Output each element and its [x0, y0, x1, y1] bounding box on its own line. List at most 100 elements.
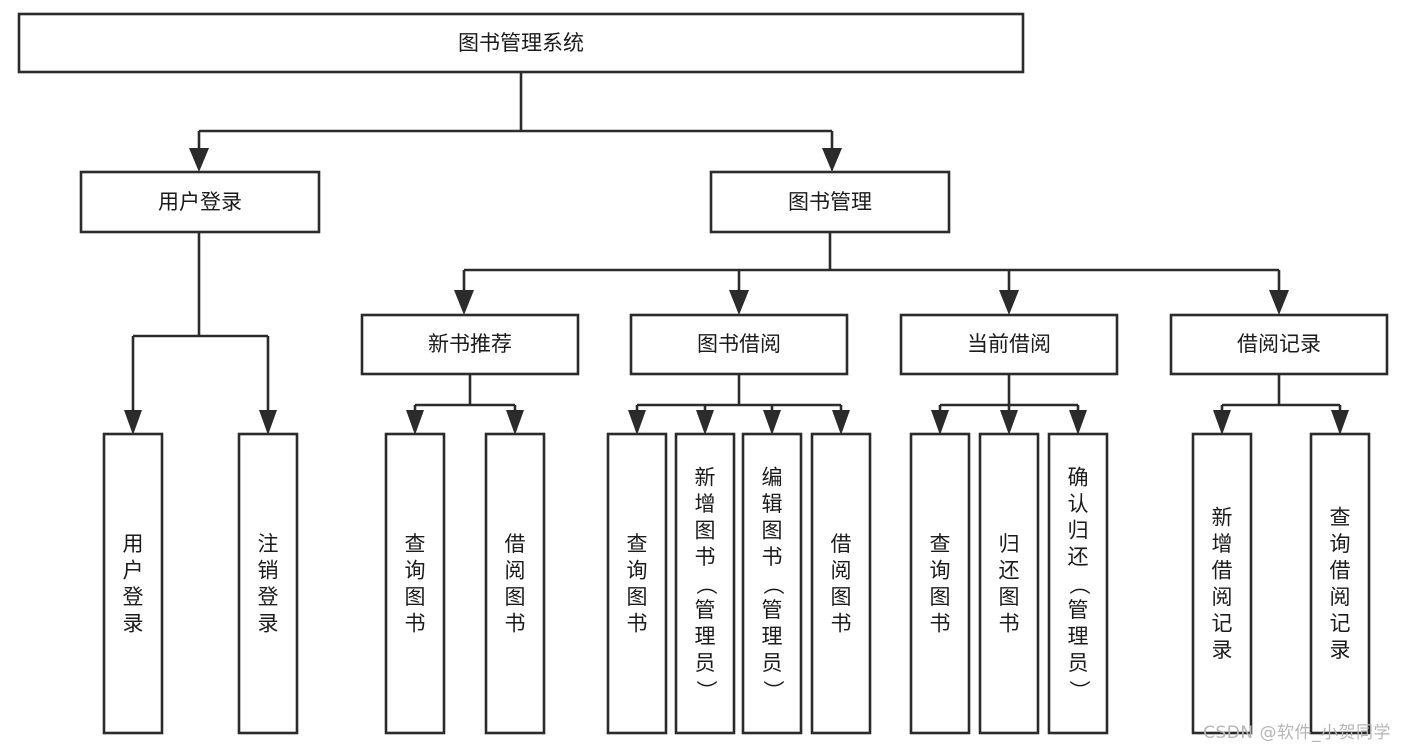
vertical-glyph: 查 — [930, 532, 951, 556]
vertical-glyph: （ — [694, 574, 718, 595]
node-leaf-add-book-box[interactable] — [674, 432, 736, 735]
vertical-glyph: 理 — [695, 625, 716, 649]
arrowhead-leaf-query-book-3 — [931, 410, 949, 435]
csdn-watermark: CSDN @软件_小贺同学 — [1203, 723, 1391, 743]
arrowhead-user-login — [189, 148, 209, 172]
vertical-glyph: 辑 — [762, 492, 783, 516]
node-root[interactable]: 图书管理系统 — [17, 12, 1025, 74]
node-leaf-add-record-box[interactable] — [1191, 432, 1253, 735]
node-leaf-return-book-box[interactable] — [978, 432, 1040, 735]
arrowhead-book-manage — [822, 148, 842, 172]
arrowhead-leaf-user-login — [124, 410, 142, 435]
vertical-glyph: 阅 — [1330, 585, 1351, 609]
vertical-glyph: 确 — [1068, 466, 1089, 490]
node-leaf-query-book-1-box[interactable] — [384, 432, 446, 735]
node-leaf-borrow-book-2-box[interactable] — [810, 432, 872, 735]
vertical-glyph: 图 — [999, 585, 1020, 609]
arrowhead-new-book-recommend — [454, 290, 474, 315]
node-current-borrow-label: 当前借阅 — [967, 332, 1051, 356]
vertical-glyph: 还 — [1068, 545, 1089, 569]
node-leaf-query-record-box[interactable] — [1309, 432, 1371, 735]
vertical-glyph: 还 — [999, 558, 1020, 582]
arrowhead-current-borrow — [999, 290, 1019, 315]
node-new-book-recommend[interactable]: 新书推荐 — [360, 313, 580, 376]
vertical-glyph: 记 — [1330, 611, 1351, 635]
vertical-glyph: 归 — [1068, 519, 1089, 543]
vertical-glyph: 录 — [123, 611, 144, 635]
vertical-glyph: 阅 — [505, 558, 526, 582]
vertical-glyph: 员 — [762, 651, 783, 675]
arrowhead-leaf-add-record — [1213, 410, 1231, 435]
node-root-box[interactable] — [17, 12, 1025, 74]
node-leaf-confirm-return-box[interactable] — [1047, 432, 1109, 735]
vertical-glyph: 登 — [258, 585, 279, 609]
node-new-book-recommend-label: 新书推荐 — [428, 332, 512, 356]
vertical-glyph: ） — [1067, 680, 1091, 701]
vertical-glyph: 户 — [123, 558, 144, 582]
vertical-glyph: 用 — [123, 532, 144, 556]
vertical-glyph: 新 — [695, 466, 716, 490]
node-leaf-user-logout-box[interactable] — [237, 432, 299, 735]
vertical-glyph: 借 — [1212, 558, 1233, 582]
vertical-glyph: 员 — [695, 651, 716, 675]
vertical-glyph: 阅 — [831, 558, 852, 582]
vertical-glyph: 理 — [762, 625, 783, 649]
node-book-manage[interactable]: 图书管理 — [709, 170, 951, 234]
vertical-glyph: 图 — [505, 585, 526, 609]
vertical-glyph: 图 — [405, 585, 426, 609]
node-current-borrow[interactable]: 当前借阅 — [899, 313, 1119, 376]
vertical-glyph: 书 — [831, 611, 852, 635]
node-user-login[interactable]: 用户登录 — [79, 170, 321, 234]
vertical-glyph: 图 — [831, 585, 852, 609]
vertical-glyph: 书 — [405, 611, 426, 635]
vertical-glyph: 借 — [1330, 558, 1351, 582]
node-leaf-user-login-box[interactable] — [102, 432, 164, 735]
node-borrow-record-box[interactable] — [1169, 313, 1389, 376]
vertical-glyph: 录 — [258, 611, 279, 635]
vertical-glyph: 查 — [627, 532, 648, 556]
vertical-glyph: 登 — [123, 585, 144, 609]
node-user-login-label: 用户登录 — [158, 190, 242, 214]
vertical-glyph: （ — [1067, 574, 1091, 595]
arrowhead-leaf-borrow-book-2 — [832, 410, 850, 435]
arrowhead-leaf-query-record — [1331, 410, 1349, 435]
node-leaf-edit-book-box[interactable] — [741, 432, 803, 735]
node-user-login-box[interactable] — [79, 170, 321, 234]
node-leaf-borrow-book-1-box[interactable] — [484, 432, 546, 735]
node-new-book-recommend-box[interactable] — [360, 313, 580, 376]
vertical-glyph: ） — [694, 680, 718, 701]
vertical-glyph: 认 — [1068, 492, 1089, 516]
node-book-borrow[interactable]: 图书借阅 — [629, 313, 849, 376]
arrowhead-book-borrow — [729, 290, 749, 315]
vertical-glyph: 归 — [999, 532, 1020, 556]
vertical-glyph: 理 — [1068, 625, 1089, 649]
node-leaf-query-book-2-box[interactable] — [606, 432, 668, 735]
arrowhead-leaf-user-logout — [259, 410, 277, 435]
node-borrow-record[interactable]: 借阅记录 — [1169, 313, 1389, 376]
vertical-glyph: 询 — [1330, 532, 1351, 556]
vertical-glyph: 增 — [695, 492, 716, 516]
node-book-borrow-box[interactable] — [629, 313, 849, 376]
vertical-glyph: 图 — [762, 519, 783, 543]
node-current-borrow-box[interactable] — [899, 313, 1119, 376]
node-leaf-user-login[interactable]: 用户登录 — [102, 432, 164, 735]
vertical-glyph: 记 — [1212, 611, 1233, 635]
node-book-borrow-label: 图书借阅 — [697, 332, 781, 356]
vertical-glyph: 新 — [1212, 505, 1233, 529]
node-book-manage-box[interactable] — [709, 170, 951, 234]
arrowhead-leaf-edit-book — [763, 410, 781, 435]
node-leaf-query-book-3-box[interactable] — [909, 432, 971, 735]
